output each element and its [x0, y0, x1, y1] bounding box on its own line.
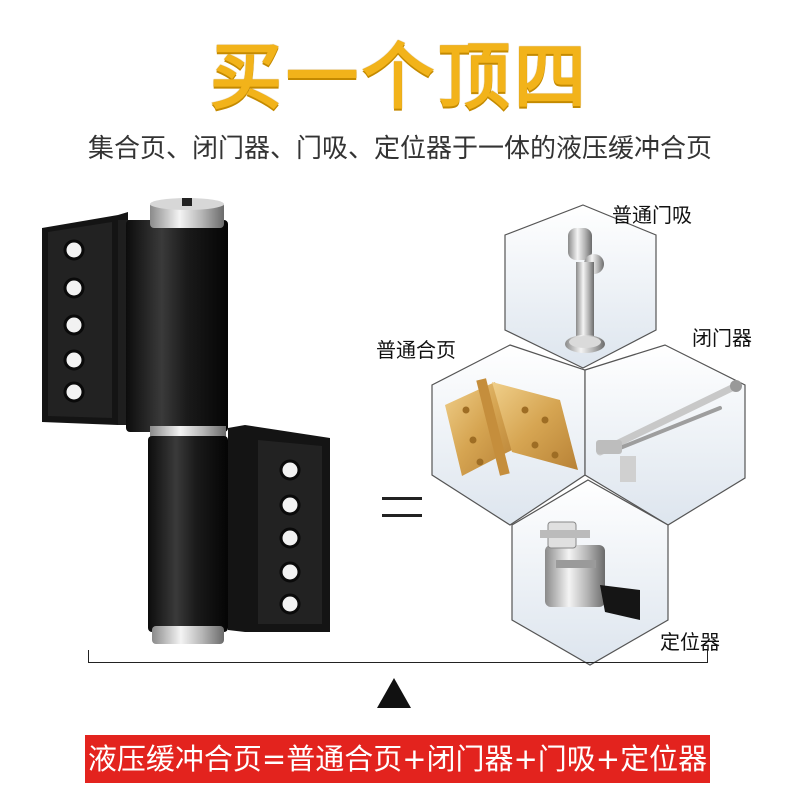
formula-banner: 液压缓冲合页=普通合页+闭门器+门吸+定位器	[85, 735, 710, 783]
common-hinge-label: 普通合页	[376, 338, 456, 362]
equals-sign	[382, 497, 422, 519]
door-closer-label: 闭门器	[692, 326, 752, 350]
door-stop-label: 普通门吸	[612, 203, 692, 227]
hydraulic-hinge-image	[42, 198, 330, 644]
common-hinge-hex	[431, 344, 586, 526]
up-triangle-icon	[377, 678, 411, 708]
door-closer-hex	[584, 344, 746, 526]
subtitle: 集合页、闭门器、门吸、定位器于一体的液压缓冲合页	[87, 134, 712, 164]
door-stop-hex	[504, 204, 657, 369]
positioner-label: 定位器	[660, 630, 720, 654]
bracket-line	[88, 650, 708, 663]
positioner-hex	[511, 479, 669, 666]
headline: 买一个顶四	[209, 35, 590, 119]
